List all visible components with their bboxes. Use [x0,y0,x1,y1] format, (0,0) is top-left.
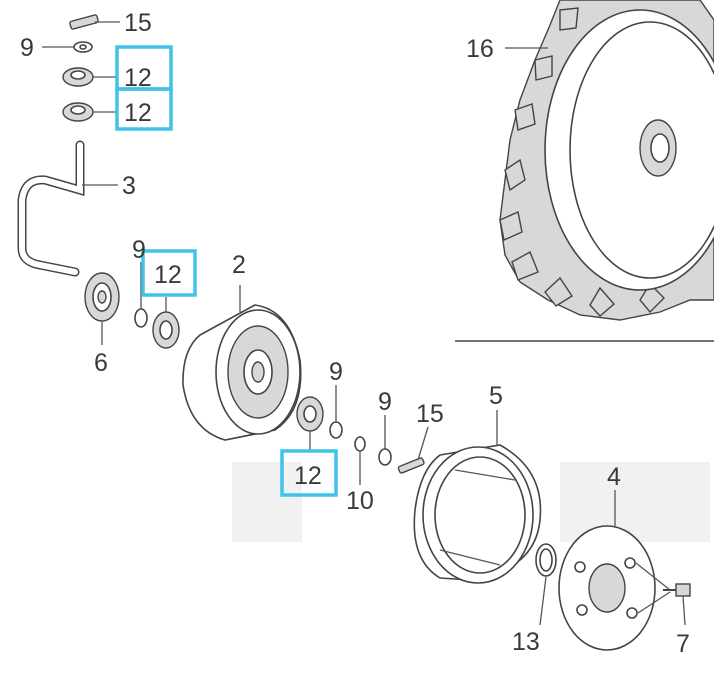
highlight-boxes [115,45,338,497]
washer-part-low-b [378,448,392,466]
label-12-d: 12 [294,462,322,490]
drive-gear-part [84,272,120,322]
washer-part-top [73,41,93,53]
label-4: 4 [607,463,621,491]
washer-part-mid [134,308,148,328]
label-2: 2 [232,251,246,279]
label-9-top: 9 [20,34,34,62]
ring-part [535,543,557,577]
label-12-a: 12 [124,64,152,92]
label-15-low: 15 [416,400,444,428]
label-12-c: 12 [154,261,182,289]
watermark [232,462,710,542]
label-9-mid: 9 [132,236,146,264]
highlight-box-12-c [141,249,197,297]
highlight-box-12-b [115,87,173,131]
label-7: 7 [676,630,690,658]
label-9-low-a: 9 [329,358,343,386]
label-16: 16 [466,35,494,63]
cranked-shaft-part [17,140,85,277]
washer-part-low-a [329,421,343,439]
bearing-part-b [62,102,94,122]
part-labels: 15 9 12 12 3 9 12 2 6 16 9 9 15 5 12 10 … [20,9,690,658]
leader-lines [42,21,686,626]
label-12-b: 12 [124,99,152,127]
bearing-part-d [296,396,324,432]
wheel-tire-part [455,0,714,342]
circlip-part [354,436,366,452]
bearing-part-c [152,311,180,349]
label-15-top: 15 [124,9,152,37]
hub-drum-part [182,304,302,441]
highlight-box-12-d [280,449,338,497]
pin-part-top [69,14,99,30]
label-10: 10 [346,487,374,515]
pin-part-low [397,457,425,474]
label-5: 5 [489,382,503,410]
label-6: 6 [94,349,108,377]
label-3: 3 [122,172,136,200]
label-13: 13 [512,628,540,656]
drum-sleeve-part [413,444,542,584]
label-9-low-b: 9 [378,388,392,416]
bearing-part-a [62,67,94,87]
cover-plate-part [558,525,656,651]
